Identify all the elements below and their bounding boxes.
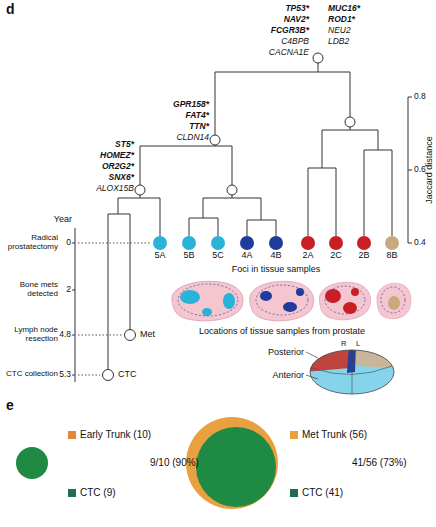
focus-label: 5B <box>183 251 194 261</box>
orientation-label: Posterior <box>268 347 304 357</box>
legend-swatch <box>68 489 76 497</box>
jaccard-axis <box>408 97 412 243</box>
side-label: R <box>341 340 346 348</box>
gene-name: TP53* <box>285 4 309 14</box>
focus-label: 4B <box>270 251 281 261</box>
tumor-focus-circle: 5A <box>153 236 167 250</box>
prostate-schematic <box>300 345 410 405</box>
section-caption: Locations of tissue samples from prostat… <box>162 326 402 336</box>
gene-name: ST5* <box>115 140 134 150</box>
focus-label: 4A <box>241 251 252 261</box>
sample-label: Met <box>140 330 155 340</box>
event-label: Lymph node resection <box>0 326 58 344</box>
sample-circle: CTC <box>102 369 114 381</box>
event-label: CTC collection <box>0 370 58 379</box>
tumor-focus-circle: 4B <box>269 236 283 250</box>
section-caption: Foci in tissue samples <box>196 264 356 274</box>
year-tick: 4.8 <box>59 330 71 340</box>
panel-letter: e <box>6 398 14 414</box>
gene-name: SNX6* <box>108 173 134 183</box>
sample-circle: Met <box>124 329 136 341</box>
gene-name: LDB2 <box>328 37 349 47</box>
tree-lines <box>108 63 392 369</box>
focus-label: 5A <box>154 251 165 261</box>
gene-name: GPR158* <box>173 100 209 110</box>
focus-label: 5C <box>212 251 224 261</box>
side-label: L <box>356 340 360 348</box>
tumor-focus-circle: 8B <box>385 236 399 250</box>
legend-text: CTC (41) <box>302 487 343 498</box>
year-tick: 0 <box>66 238 71 248</box>
legend-text: CTC (9) <box>80 487 116 498</box>
focus-label: 2B <box>358 251 369 261</box>
axis-tick: 0.8 <box>414 92 426 102</box>
overlap-circles <box>16 417 278 509</box>
gene-name: ROD1* <box>328 15 355 25</box>
gene-name: FAT4* <box>186 111 209 121</box>
tumor-focus-circle: 2A <box>301 236 315 250</box>
sample-label: CTC <box>118 370 137 380</box>
gene-name: NEU2 <box>328 26 351 36</box>
gene-name: HOMEZ* <box>100 151 134 161</box>
focus-label: 8B <box>386 251 397 261</box>
tumor-focus-circle: 4A <box>240 236 254 250</box>
focus-label: 2C <box>330 251 342 261</box>
tumor-focus-circle: 2C <box>329 236 343 250</box>
legend-swatch <box>68 431 76 439</box>
legend-text: Early Trunk (10) <box>80 429 151 440</box>
tumor-focus-circle: 5B <box>182 236 196 250</box>
time-axis <box>72 228 75 382</box>
year-tick: 5.3 <box>59 370 71 380</box>
legend-text: Met Trunk (56) <box>302 429 367 440</box>
overlap-fraction: 9/10 (90%) <box>150 457 199 468</box>
event-label: Radical prostatectomy <box>0 234 58 252</box>
gene-name: MUC16* <box>328 4 360 14</box>
overlap-fraction: 41/56 (73%) <box>352 457 406 468</box>
gene-name: CACNA1E <box>269 48 309 58</box>
legend-swatch <box>290 489 298 497</box>
gene-name: CLDN14 <box>176 133 209 143</box>
axis-title: Jaccard distance <box>424 125 434 215</box>
branch-node-circles <box>135 53 355 195</box>
gene-name: FCGR3B* <box>271 26 309 36</box>
legend-swatch <box>290 431 298 439</box>
event-label: Bone mets detected <box>0 281 58 299</box>
gene-name: TTN* <box>189 122 209 132</box>
orientation-label: Anterior <box>272 370 304 380</box>
tumor-focus-circle: 5C <box>211 236 225 250</box>
axis-tick: 0.4 <box>414 238 426 248</box>
tissue-sections <box>172 281 411 321</box>
gene-name: ALOX15B <box>96 184 134 194</box>
gene-name: NAV2* <box>284 15 309 25</box>
focus-label: 2A <box>302 251 313 261</box>
gene-name: OR2G2* <box>102 162 134 172</box>
gene-name: C4BPB <box>281 37 309 47</box>
year-tick: 2 <box>66 285 71 295</box>
axis-title: Year <box>54 214 72 224</box>
tumor-focus-circle: 2B <box>357 236 371 250</box>
time-leader-lines <box>78 243 151 375</box>
panel-letter: d <box>6 2 15 18</box>
